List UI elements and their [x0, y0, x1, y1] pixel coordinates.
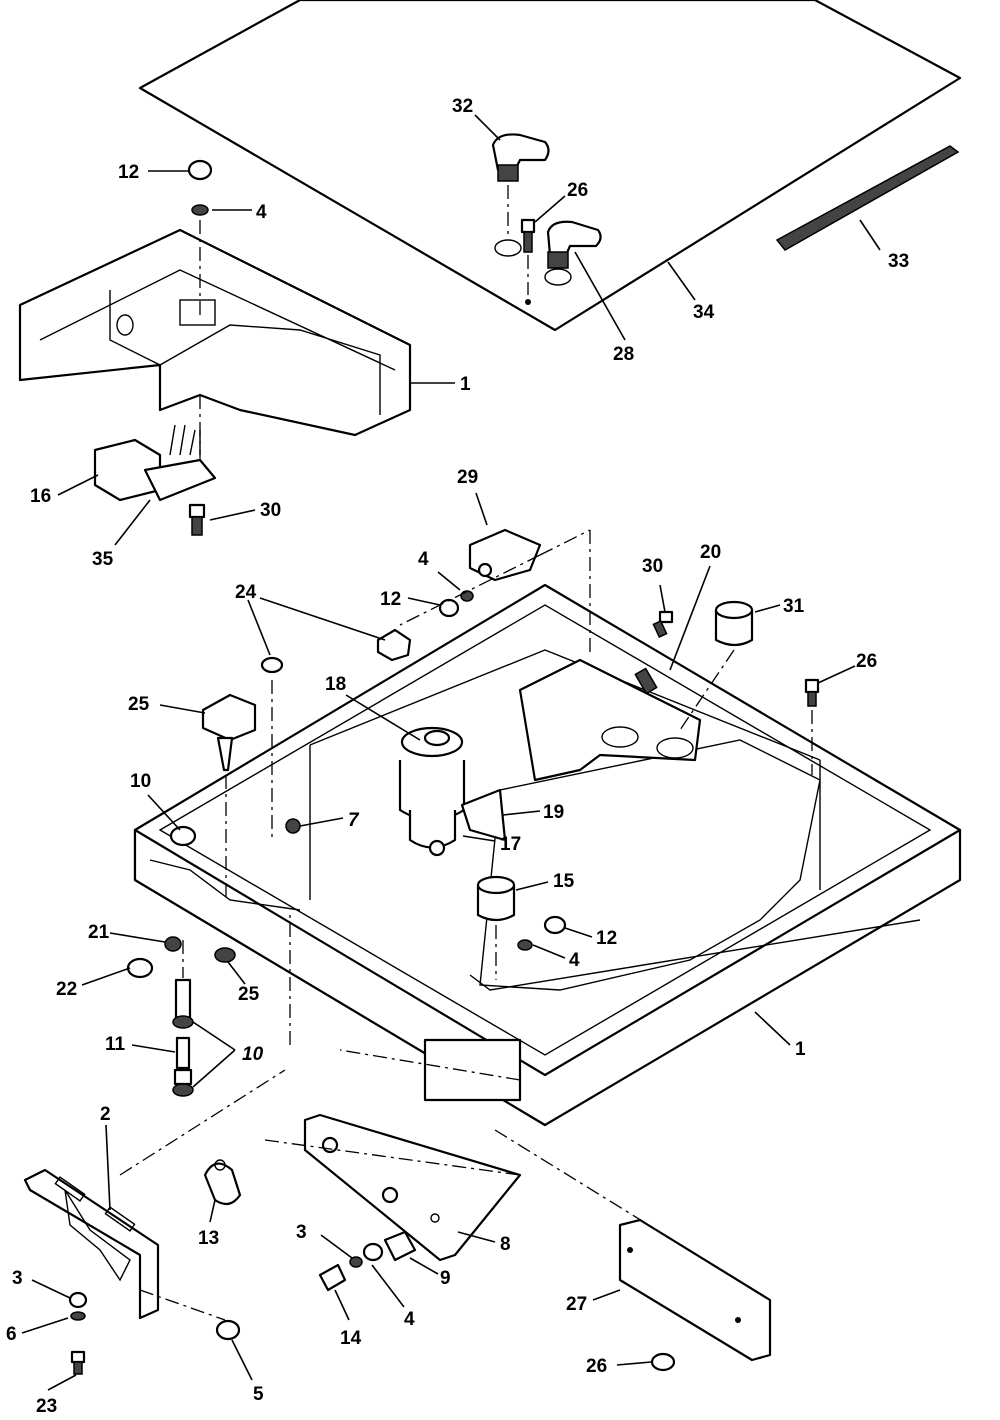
callout-26: 26 [856, 651, 877, 672]
callout-30: 30 [260, 500, 281, 521]
bracket-2 [23, 1069, 286, 1320]
plate-27 [494, 1129, 772, 1362]
inner-plate [479, 739, 821, 991]
callout-4: 4 [418, 549, 429, 570]
toggle-switch-25 [201, 693, 257, 900]
bracket-20 [518, 658, 702, 782]
callout-33: 33 [888, 251, 909, 272]
callout-15: 15 [553, 871, 575, 892]
callout-30: 30 [642, 556, 663, 577]
grommet-24 [260, 628, 412, 840]
fuse-holder [172, 940, 194, 1097]
main-frame [133, 583, 962, 1127]
grommet-31 [679, 600, 754, 731]
callout-12: 12 [380, 589, 401, 610]
callout-4: 4 [569, 950, 580, 971]
callout-10: 10 [130, 771, 151, 792]
callout-24: 24 [235, 582, 257, 603]
callout-8: 8 [500, 1234, 511, 1255]
callout-12: 12 [596, 928, 617, 949]
callout-17: 17 [500, 834, 521, 855]
callout-3: 3 [12, 1268, 23, 1289]
grommet-15 [476, 875, 516, 980]
callout-29: 29 [457, 467, 478, 488]
callout-34: 34 [693, 302, 715, 323]
callout-5: 5 [253, 1384, 264, 1405]
callout-7: 7 [348, 810, 360, 831]
callout-25: 25 [238, 984, 260, 1005]
nut-12-top [187, 159, 213, 470]
upper-bracket [18, 228, 412, 437]
callout-10: 10 [242, 1044, 264, 1065]
fasteners-lower [68, 1289, 676, 1375]
callout-35: 35 [92, 549, 114, 570]
callout-28: 28 [613, 344, 634, 365]
latch-32 [491, 133, 550, 257]
nuts-lower [126, 915, 567, 979]
callout-1: 1 [460, 374, 471, 395]
leader-lines [21, 114, 881, 1391]
callout-11: 11 [105, 1034, 126, 1055]
callout-21: 21 [88, 922, 110, 943]
callout-labels: 12 4 32 26 33 34 28 1 16 30 35 29 4 12 3… [6, 96, 909, 1417]
callout-31: 31 [783, 596, 805, 617]
switch-16 [93, 424, 217, 536]
callout-2: 2 [100, 1104, 111, 1125]
callout-18: 18 [325, 674, 346, 695]
callout-14: 14 [340, 1328, 362, 1349]
callout-4: 4 [404, 1309, 415, 1330]
callout-13: 13 [198, 1228, 219, 1249]
screws-mid [169, 590, 820, 847]
callout-12: 12 [118, 162, 139, 183]
fastener-strip [775, 145, 960, 251]
callout-32: 32 [452, 96, 473, 117]
callout-6: 6 [6, 1324, 17, 1345]
callout-23: 23 [36, 1396, 57, 1417]
callout-25: 25 [128, 694, 150, 715]
callout-4: 4 [256, 202, 267, 223]
callout-26: 26 [586, 1356, 607, 1377]
connector-9 [318, 1230, 417, 1292]
callout-9: 9 [440, 1268, 451, 1289]
latch-28 [544, 220, 602, 286]
callout-27: 27 [566, 1294, 587, 1315]
callout-26: 26 [567, 180, 588, 201]
clamp-13 [203, 1159, 242, 1206]
screw-26-top [520, 218, 536, 305]
callout-20: 20 [700, 542, 721, 563]
guide-lines [264, 554, 541, 1176]
motor-assembly [398, 726, 507, 857]
solenoid-29 [468, 528, 591, 655]
cover-panel [138, 0, 962, 332]
callout-22: 22 [56, 979, 77, 1000]
callout-3: 3 [296, 1222, 307, 1243]
callout-1: 1 [795, 1039, 806, 1060]
callout-16: 16 [30, 486, 51, 507]
callout-19: 19 [543, 802, 564, 823]
plate-8 [303, 1113, 522, 1262]
